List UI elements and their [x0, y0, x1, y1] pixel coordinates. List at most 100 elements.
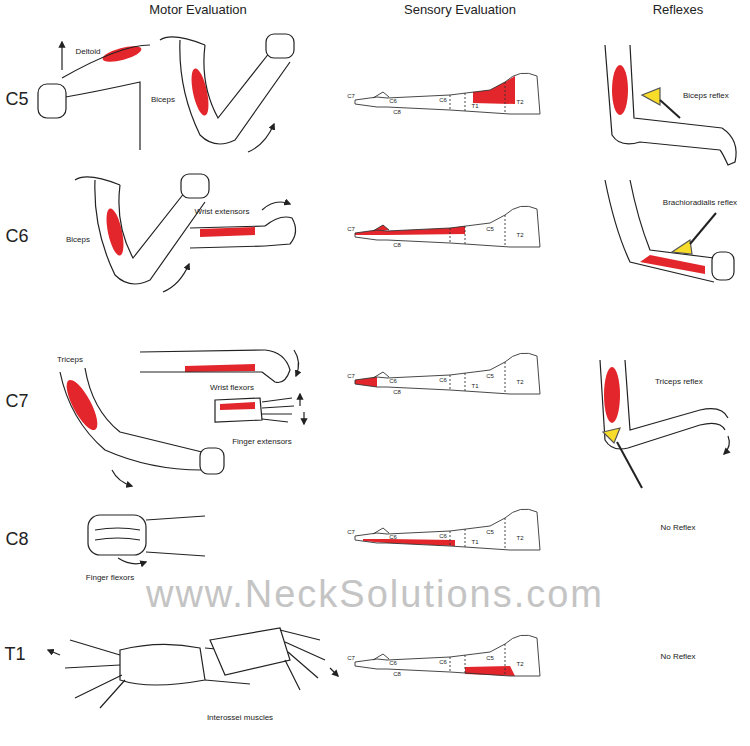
interossei-test	[330, 668, 338, 676]
triceps-reflex-figure	[600, 360, 729, 488]
column-heading: Motor Evaluation	[149, 3, 247, 17]
deltoid-test	[62, 45, 150, 78]
dermatome-label: C8	[393, 389, 401, 396]
brachioradialis-reflex-figure	[712, 252, 734, 280]
triceps-reflex-figure	[625, 360, 728, 430]
dermatome-label: C8	[393, 671, 401, 678]
interossei-test	[48, 650, 60, 655]
triceps-test	[85, 368, 202, 452]
muscle-label: Biceps	[66, 236, 90, 245]
finger-flexor-test	[95, 528, 140, 540]
biceps-test	[75, 174, 209, 292]
triceps-test	[200, 448, 224, 474]
biceps-reflex-figure	[605, 45, 736, 165]
reflex-label: Triceps reflex	[655, 378, 703, 387]
wrist-flexor-test	[140, 350, 299, 383]
wrist-extensor-test	[190, 202, 296, 248]
biceps-reflex-figure	[642, 88, 660, 105]
wrist-extensor-test	[200, 227, 255, 237]
triceps-test	[60, 372, 202, 470]
column-heading: Reflexes	[653, 3, 704, 17]
dermatome-label: C7	[347, 655, 355, 662]
interossei-test	[48, 628, 338, 708]
dermatome-arm	[355, 206, 540, 247]
biceps-test	[160, 34, 294, 152]
dermatome-label: C7	[347, 226, 355, 233]
finger-flexor-test	[118, 558, 146, 564]
wrist-extensor-test	[190, 226, 265, 248]
finger-extensor-test	[262, 398, 294, 422]
reflex-label: Brachioradialis reflex	[663, 199, 737, 208]
triceps-reflex-figure	[617, 442, 642, 488]
wrist-extensor-test	[265, 217, 296, 246]
reflex-label: No Reflex	[660, 524, 695, 533]
dermatome-label: C5	[486, 226, 494, 233]
dermatome-label: C6	[439, 97, 447, 104]
biceps-reflex-figure	[630, 45, 722, 128]
finger-extensor-test	[215, 398, 262, 422]
deltoid-test	[38, 84, 66, 118]
dermatome-arm	[355, 635, 540, 676]
dermatome-arm	[355, 635, 540, 676]
dermatome-arm	[355, 509, 540, 550]
muscle-label: Interossei muscles	[207, 714, 273, 723]
triceps-reflex-figure	[600, 360, 725, 449]
dermatome-label: T1	[471, 103, 478, 110]
dermatome-arm	[355, 206, 540, 247]
finger-extensor-test	[299, 394, 300, 406]
brachioradialis-reflex-figure	[630, 180, 714, 258]
wrist-flexor-test	[294, 350, 299, 376]
dermatome-label: C6	[439, 533, 447, 540]
watermark: www.NeckSolutions.com	[146, 574, 604, 616]
dermatome-label: T2	[516, 535, 523, 542]
biceps-reflex-figure	[720, 128, 736, 165]
dermatome-label: C7	[347, 529, 355, 536]
row-label: T1	[4, 645, 25, 665]
finger-extensor-test	[303, 412, 304, 424]
finger-flexor-test	[88, 515, 205, 564]
dermatome-label: T1	[471, 539, 478, 546]
dermatome-label: C5	[486, 373, 494, 380]
brachioradialis-reflex-figure	[605, 180, 714, 282]
dermatome-label: C8	[393, 242, 401, 249]
brachioradialis-reflex-figure	[640, 255, 705, 274]
muscle-label: Wrist flexors	[210, 384, 254, 393]
finger-flexor-test	[146, 516, 205, 556]
dermatome-label: C6	[389, 98, 397, 105]
brachioradialis-reflex-figure	[605, 180, 734, 282]
row-label: C8	[5, 530, 28, 550]
biceps-reflex-figure	[612, 65, 628, 115]
interossei-test	[210, 628, 290, 675]
muscle-label: Triceps	[57, 356, 83, 365]
dermatome-label: C8	[393, 109, 401, 116]
dermatome-label: C5	[486, 655, 494, 662]
triceps-reflex-figure	[603, 428, 620, 443]
interossei-test	[120, 644, 205, 685]
reflex-label: Biceps reflex	[683, 92, 729, 101]
muscle-label: Wrist extensors	[195, 208, 250, 217]
finger-flexor-test	[88, 515, 146, 555]
dermatome-label: C5	[486, 529, 494, 536]
wrist-extensor-test	[262, 202, 290, 210]
muscle-label: Finger extensors	[232, 438, 292, 447]
row-label: C5	[5, 90, 28, 110]
deltoid-test	[60, 82, 140, 150]
dermatome-label: T2	[516, 661, 523, 668]
dermatome-arm	[355, 353, 540, 394]
triceps-reflex-figure	[604, 367, 620, 423]
dermatome-label: C6	[389, 534, 397, 541]
biceps-reflex-figure	[660, 100, 680, 118]
dermatome-arm	[355, 73, 540, 114]
dermatome-arm	[363, 539, 455, 546]
dermatome-label: C7	[347, 373, 355, 380]
row-label: C6	[5, 227, 28, 247]
dermatome-label: C7	[347, 93, 355, 100]
row-label: C7	[5, 392, 28, 412]
interossei-test	[65, 640, 125, 708]
dermatome-label: T2	[516, 379, 523, 386]
reflex-label: No Reflex	[660, 653, 695, 662]
finger-extensor-test	[215, 394, 304, 424]
dermatome-label: T2	[516, 99, 523, 106]
